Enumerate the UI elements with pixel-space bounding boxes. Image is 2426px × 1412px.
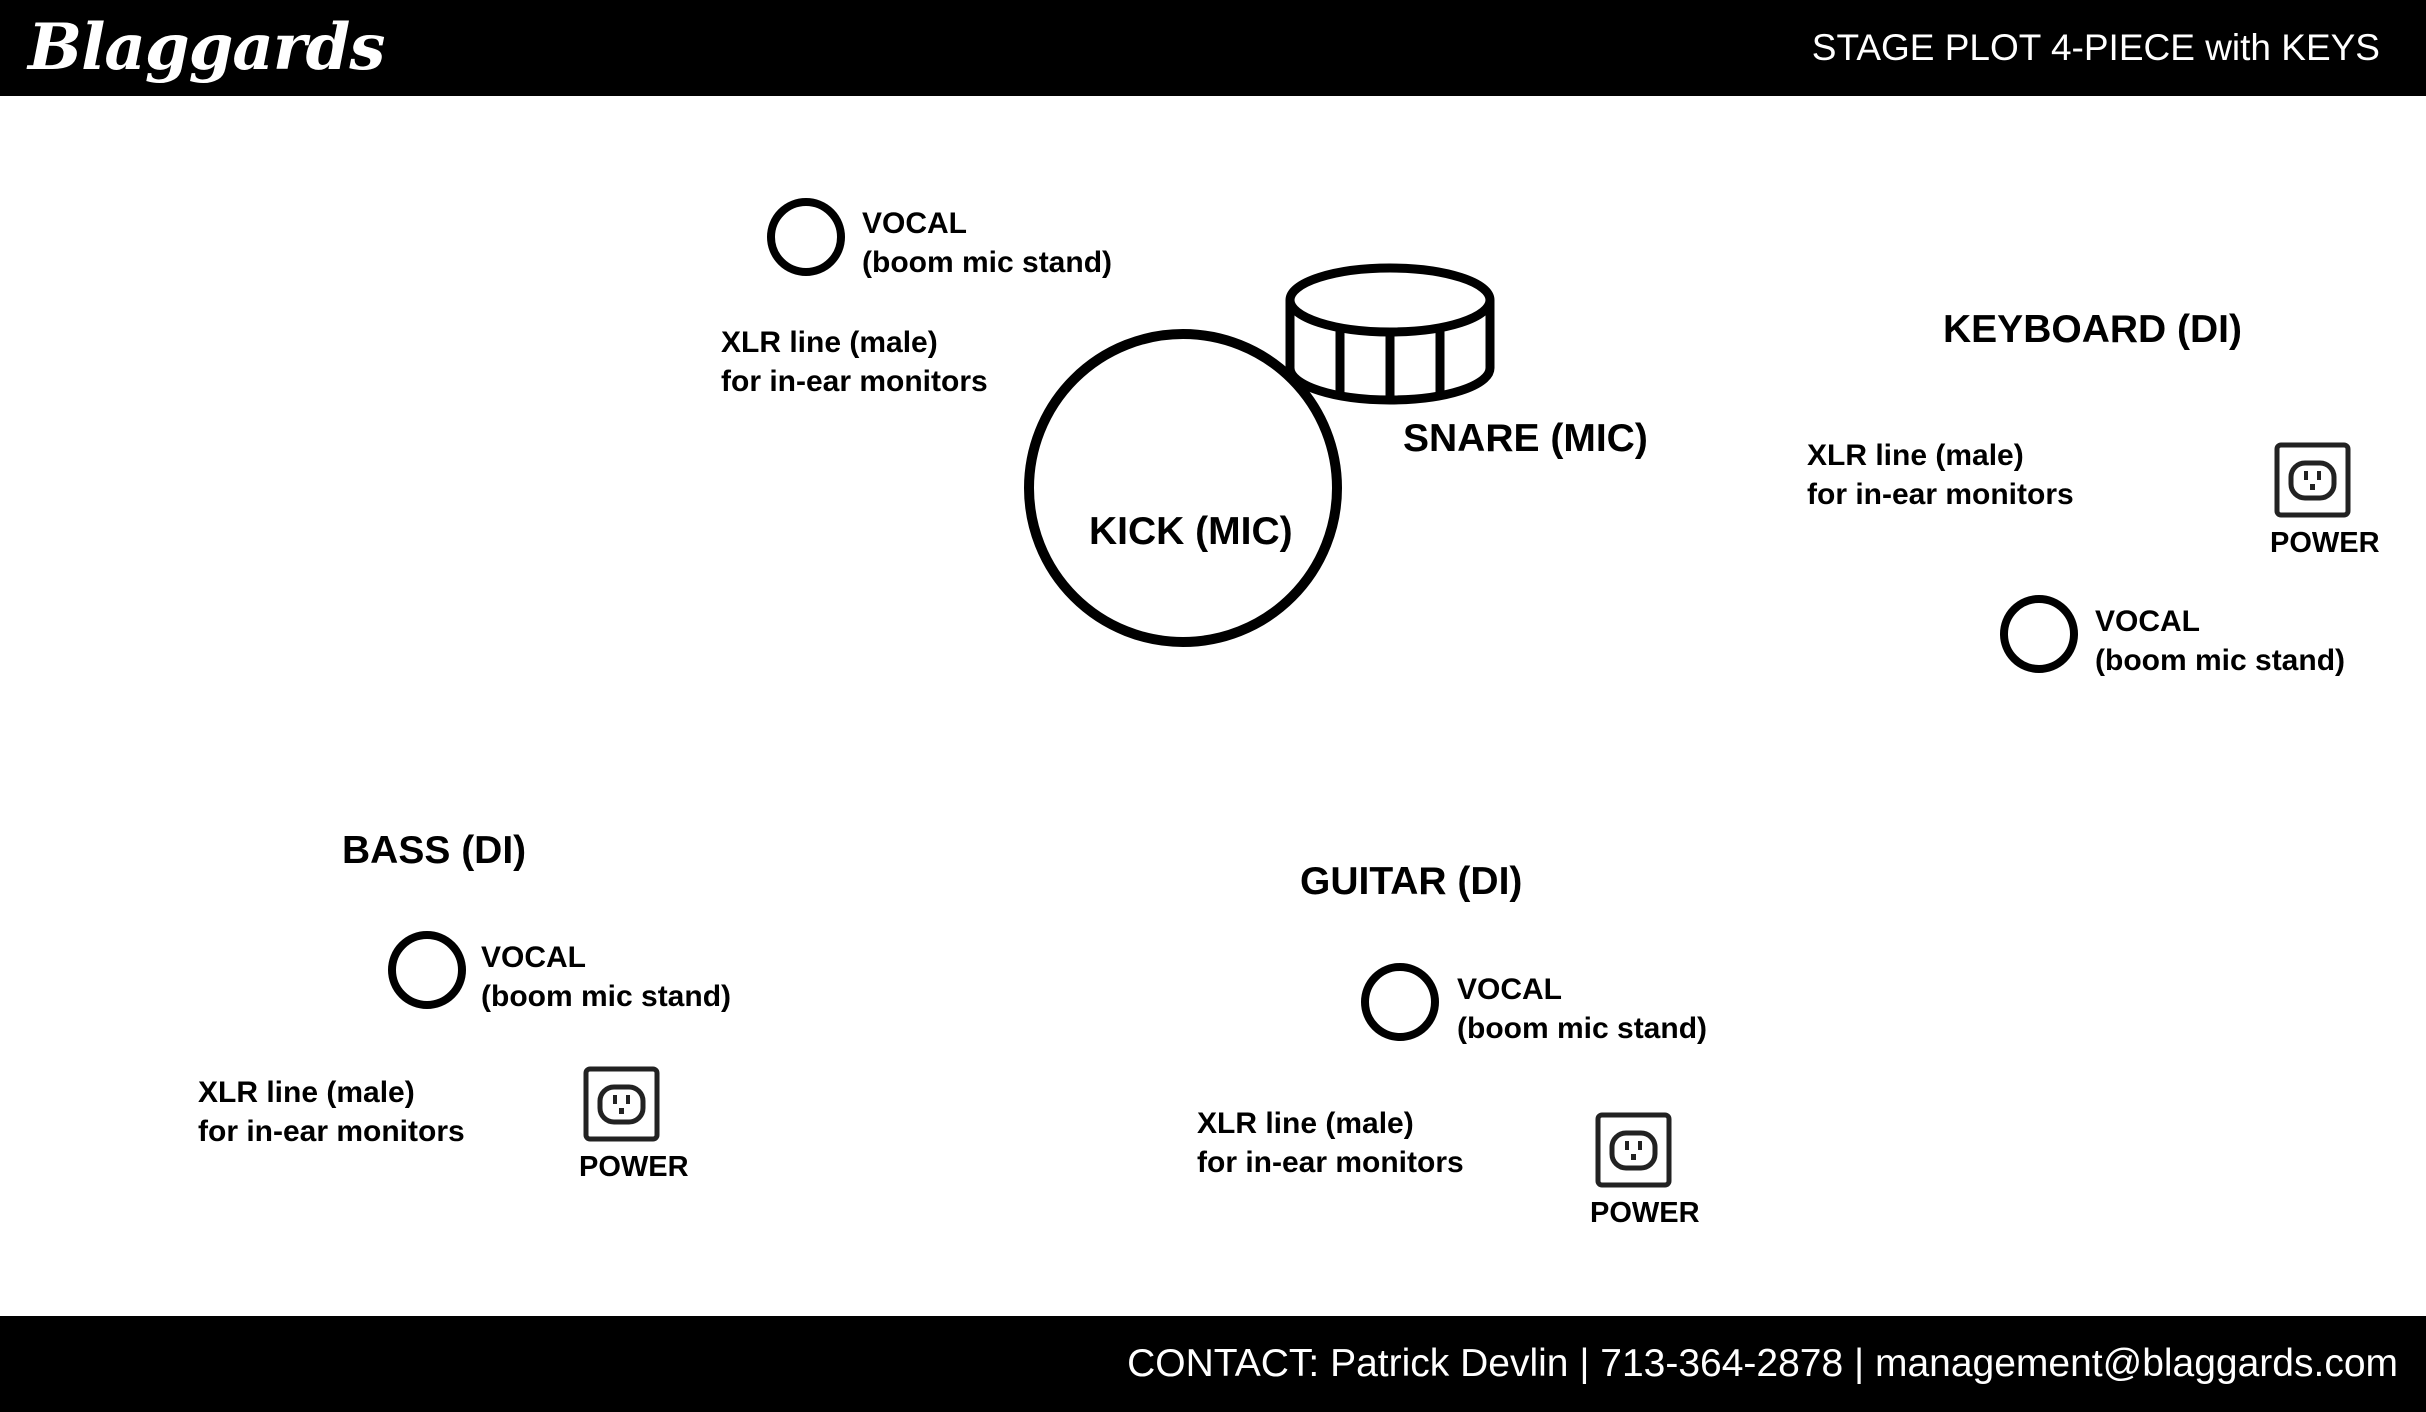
vocal-title: VOCAL <box>481 941 586 974</box>
vocal-label-keyboard: VOCAL (boom mic stand) <box>2095 602 2345 680</box>
power-label: POWER <box>579 1151 689 1183</box>
snare-label: SNARE (MIC) <box>1403 417 1648 460</box>
vocal-subtitle: (boom mic stand) <box>481 980 732 1013</box>
vocal-mic-icon <box>2000 595 2078 673</box>
vocal-label-guitar: VOCAL (boom mic stand) <box>1457 970 1707 1048</box>
vocal-mic-icon <box>388 931 466 1009</box>
xlr-label-guitar: XLR line (male) for in-ear monitors <box>1197 1104 1464 1182</box>
xlr-title: XLR line (male) <box>721 326 938 359</box>
vocal-mic-icon <box>1361 963 1439 1041</box>
bass-label: BASS (DI) <box>342 829 527 872</box>
vocal-mic-icon <box>767 198 845 276</box>
vocal-label-bass: VOCAL (boom mic stand) <box>481 938 731 1016</box>
power-label: POWER <box>1590 1197 1700 1229</box>
footer-bar: CONTACT: Patrick Devlin | 713-364-2878 |… <box>0 1316 2426 1412</box>
xlr-subtitle: for in-ear monitors <box>721 365 988 398</box>
xlr-subtitle: for in-ear monitors <box>198 1115 465 1148</box>
vocal-subtitle: (boom mic stand) <box>2095 644 2346 677</box>
page-title: STAGE PLOT 4-PIECE with KEYS <box>1811 27 2380 68</box>
xlr-title: XLR line (male) <box>1197 1107 1414 1140</box>
power-outlet-icon <box>1595 1112 1672 1188</box>
power-outlet-icon <box>2274 442 2351 518</box>
xlr-title: XLR line (male) <box>1807 439 2024 472</box>
power-outlet-icon <box>583 1066 660 1142</box>
xlr-subtitle: for in-ear monitors <box>1807 478 2074 511</box>
snare-drum-icon <box>1285 263 1495 405</box>
vocal-title: VOCAL <box>2095 605 2200 638</box>
header-bar: Blaggards STAGE PLOT 4-PIECE with KEYS <box>0 0 2426 96</box>
xlr-label-bass: XLR line (male) for in-ear monitors <box>198 1073 465 1151</box>
vocal-subtitle: (boom mic stand) <box>1457 1012 1708 1045</box>
power-label: POWER <box>2270 527 2380 559</box>
vocal-title: VOCAL <box>1457 973 1562 1006</box>
vocal-subtitle: (boom mic stand) <box>862 246 1113 279</box>
vocal-title: VOCAL <box>862 207 967 240</box>
xlr-title: XLR line (male) <box>198 1076 415 1109</box>
kick-drum-icon <box>1024 329 1342 647</box>
contact-info: CONTACT: Patrick Devlin | 713-364-2878 |… <box>1127 1342 2398 1385</box>
keyboard-label: KEYBOARD (DI) <box>1943 308 2242 351</box>
xlr-label-drums: XLR line (male) for in-ear monitors <box>721 323 988 401</box>
kick-label: KICK (MIC) <box>1089 510 1293 553</box>
guitar-label: GUITAR (DI) <box>1300 860 1523 903</box>
band-logo: Blaggards <box>28 10 385 85</box>
xlr-label-keyboard: XLR line (male) for in-ear monitors <box>1807 436 2074 514</box>
vocal-label-drums: VOCAL (boom mic stand) <box>862 204 1112 282</box>
xlr-subtitle: for in-ear monitors <box>1197 1146 1464 1179</box>
